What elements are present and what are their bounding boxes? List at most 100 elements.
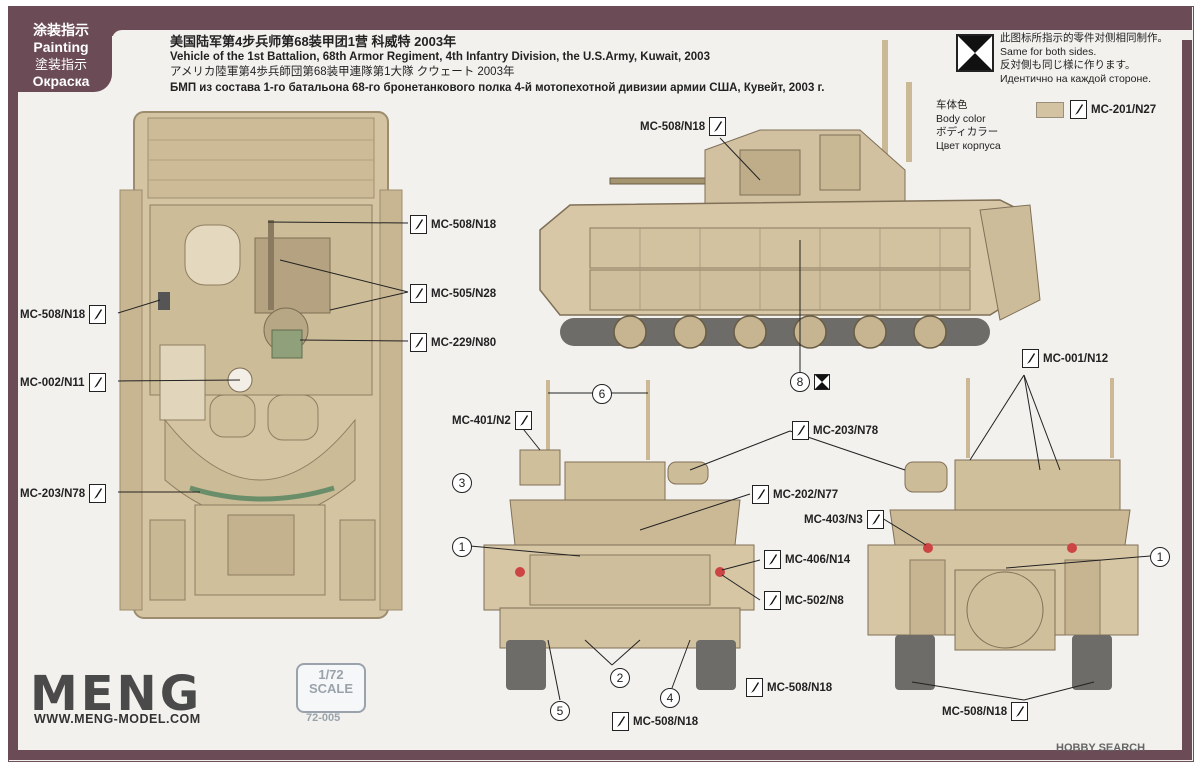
- title-cn: 美国陆军第4步兵师第68装甲团1营 科威特 2003年: [170, 34, 457, 49]
- leader-lines: [117, 137, 1151, 701]
- paint-code: MC-202/N77: [773, 488, 839, 501]
- paint-code: MC-203/N78: [813, 424, 879, 437]
- brush-icon: [89, 305, 107, 324]
- title-en: Vehicle of the 1st Battalion, 68th Armor…: [170, 50, 710, 63]
- marker-5: 5: [550, 701, 570, 721]
- both-sides-icon: [956, 34, 994, 72]
- paint-code: MC-508/N18: [942, 705, 1008, 718]
- body-color-callout: MC-201/N27: [1070, 100, 1156, 119]
- title-ja: アメリカ陸軍第4歩兵師団第68装甲連隊第1大隊 クウェート 2003年: [170, 66, 515, 78]
- brush-icon: [792, 421, 809, 440]
- callout-rear-001: MC-001/N12: [1022, 349, 1108, 368]
- paint-code: MC-508/N18: [640, 120, 706, 133]
- callout-left-203: MC-203/N78: [20, 484, 107, 503]
- callout-front-202: MC-202/N77: [752, 485, 838, 504]
- note-en: Same for both sides.: [1000, 45, 1097, 58]
- vehicle-title: 美国陆军第4步兵师第68装甲团1营 科威特 2003年 Vehicle of t…: [170, 34, 824, 96]
- brush-icon: [1011, 702, 1029, 721]
- callout-front-203: MC-203/N78: [792, 421, 878, 440]
- callout-rear-403: MC-403/N3: [804, 510, 884, 529]
- scale-word: SCALE: [308, 681, 354, 696]
- marker-4: 4: [660, 688, 680, 708]
- paint-code: MC-508/N18: [767, 681, 833, 694]
- callout-front-406: MC-406/N14: [764, 550, 850, 569]
- hobby-search-watermark: HOBBY SEARCH: [1056, 742, 1146, 754]
- brush-icon: [764, 591, 781, 610]
- paint-code: MC-403/N3: [804, 513, 863, 526]
- body-color-swatch: [1036, 102, 1064, 118]
- paint-code: MC-508/N18: [20, 308, 86, 321]
- frame-left: [8, 6, 18, 760]
- scale-badge: 1/72 SCALE: [296, 663, 366, 713]
- paint-code: MC-001/N12: [1043, 352, 1109, 365]
- brush-icon: [752, 485, 769, 504]
- marker-3: 3: [452, 473, 472, 493]
- painting-heading: 涂装指示 Painting 塗装指示 Окраска: [16, 22, 106, 90]
- paint-code: MC-406/N14: [785, 553, 851, 566]
- brush-icon: [410, 284, 427, 303]
- brush-icon: [764, 550, 781, 569]
- callout-front-401: MC-401/N2: [452, 411, 532, 430]
- body-color-ja: ボディカラー: [936, 126, 999, 138]
- paint-code: MC-401/N2: [452, 414, 511, 427]
- website-url: WWW.MENG-MODEL.COM: [34, 712, 201, 726]
- paint-code: MC-508/N18: [633, 715, 699, 728]
- brush-icon: [709, 117, 727, 136]
- side-view-vehicle: [539, 40, 1041, 349]
- brush-icon: [410, 215, 427, 234]
- scale-value: 1/72: [318, 667, 344, 682]
- marker-1-front: 1: [452, 537, 472, 557]
- brush-icon: [410, 333, 427, 352]
- note-ja: 反対側も同じ様に作ります。: [1000, 59, 1136, 71]
- heading-ru: Окраска: [32, 73, 90, 89]
- frame-right: [1182, 6, 1192, 760]
- paint-code: MC-229/N80: [431, 336, 497, 349]
- callout-top-229: MC-229/N80: [410, 333, 496, 352]
- callout-top-508: MC-508/N18: [410, 215, 496, 234]
- brush-icon: [1070, 100, 1087, 119]
- brush-icon: [612, 712, 629, 731]
- both-sides-note: 此图标所指示的零件对侧相同制作。 Same for both sides. 反対…: [1000, 32, 1168, 86]
- paint-code: MC-505/N28: [431, 287, 497, 300]
- callout-front-508a: MC-508/N18: [746, 678, 832, 697]
- callout-side-508: MC-508/N18: [640, 117, 727, 136]
- frame-inner-corner: [112, 30, 1192, 40]
- paint-code: MC-203/N78: [20, 487, 86, 500]
- brush-icon: [514, 411, 532, 430]
- marker-2: 2: [610, 668, 630, 688]
- brush-icon: [866, 510, 884, 529]
- body-color-en: Body color: [936, 112, 986, 125]
- callout-front-508b: MC-508/N18: [612, 712, 698, 731]
- marker-6: 6: [592, 384, 612, 404]
- heading-en: Painting: [33, 39, 89, 55]
- brush-icon: [746, 678, 763, 697]
- rear-view-vehicle: [867, 378, 1139, 690]
- body-color-legend: 车体色 Body color ボディカラー Цвет корпуса: [936, 99, 1001, 153]
- paint-code: MC-508/N18: [431, 218, 497, 231]
- brush-icon: [1022, 349, 1039, 368]
- callout-left-002: MC-002/N11: [20, 373, 106, 392]
- meng-logo: MENG: [30, 666, 203, 722]
- note-cn: 此图标所指示的零件对侧相同制作。: [1000, 32, 1168, 44]
- frame-bottom: [8, 750, 1192, 760]
- body-color-code: MC-201/N27: [1091, 103, 1157, 116]
- paint-code: MC-502/N8: [785, 594, 844, 607]
- paint-code: MC-002/N11: [20, 376, 85, 389]
- kit-code: 72-005: [306, 712, 341, 724]
- marker-8: 8: [790, 372, 810, 392]
- heading-cn: 涂装指示: [33, 22, 89, 38]
- front-view-vehicle: [483, 380, 755, 690]
- note-ru: Идентично на каждой стороне.: [1000, 72, 1152, 85]
- callout-top-505: MC-505/N28: [410, 284, 496, 303]
- top-view-vehicle: [119, 111, 403, 619]
- both-sides-icon: [814, 374, 830, 390]
- brush-icon: [88, 373, 106, 392]
- brush-icon: [89, 484, 107, 503]
- body-color-ru: Цвет корпуса: [936, 139, 1001, 152]
- title-ru: БМП из состава 1-го батальона 68-го брон…: [170, 81, 825, 94]
- heading-tab: [8, 6, 112, 92]
- marker-1-rear: 1: [1150, 547, 1170, 567]
- callout-left-508: MC-508/N18: [20, 305, 107, 324]
- callout-front-502: MC-502/N8: [764, 591, 844, 610]
